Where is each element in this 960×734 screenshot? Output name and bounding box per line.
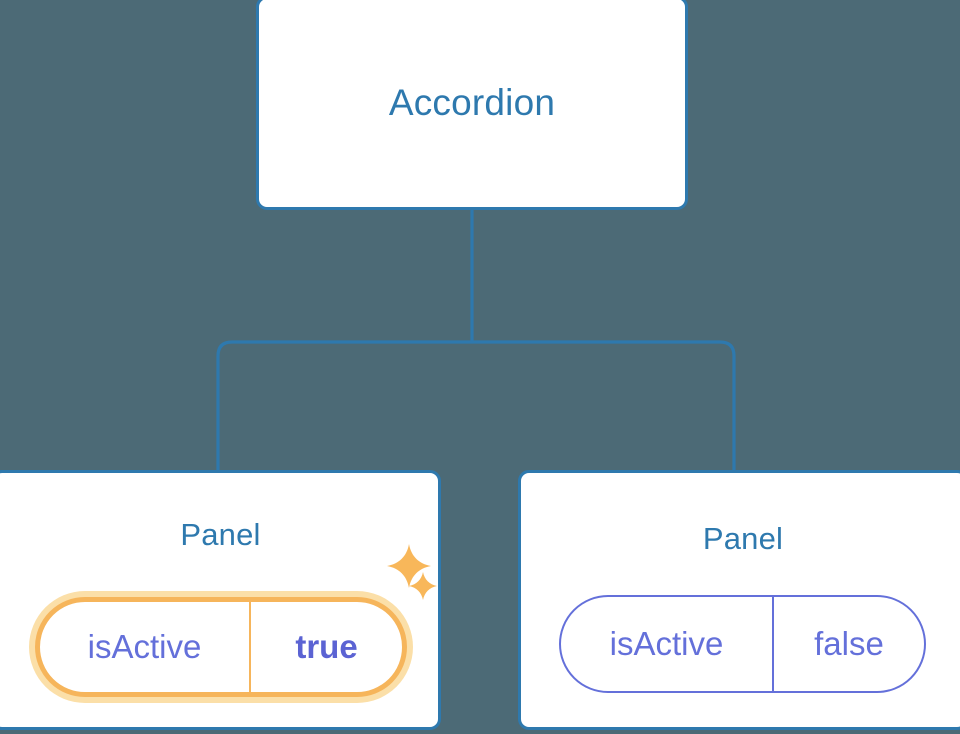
node-title-accordion: Accordion xyxy=(388,82,556,123)
connector-branch-bus xyxy=(216,340,736,470)
tree-node-panel-inactive[interactable]: Panel isActive false xyxy=(518,470,960,730)
sparkle-icon xyxy=(387,544,431,588)
prop-pill-isactive-false[interactable]: isActive false xyxy=(559,595,926,693)
node-title-panel-active: Panel xyxy=(180,517,261,552)
prop-pill-highlight-wrapper: isActive true xyxy=(29,591,413,703)
node-title-panel-inactive: Panel xyxy=(702,521,784,556)
prop-key-isactive: isActive xyxy=(40,602,251,692)
prop-value-true: true xyxy=(295,628,358,665)
tree-node-panel-active[interactable]: Panel isActive true xyxy=(0,470,441,730)
prop-value-false: false xyxy=(814,625,884,662)
sparkle-icon xyxy=(409,572,437,600)
prop-key-isactive: isActive xyxy=(561,597,774,691)
tree-node-accordion[interactable]: Accordion xyxy=(256,0,688,210)
prop-pill-isactive-true[interactable]: isActive true xyxy=(35,597,407,697)
